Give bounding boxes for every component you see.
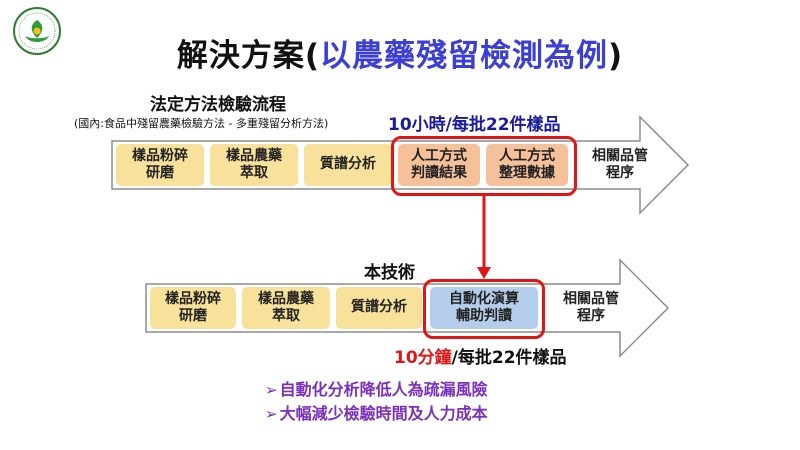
slide-title: 解決方案(以農藥殘留檢測為例) xyxy=(176,38,624,74)
legal-step-extraction: 樣品農藥 萃取 xyxy=(210,144,298,186)
agency-logo-icon xyxy=(13,7,61,55)
tech-step-auto-interpretation: 自動化演算 輔助判讀 xyxy=(430,287,538,329)
benefit-list: ➢ 自動化分析降低人為疏漏風險 ➢ 大幅減少檢驗時間及人力成本 xyxy=(265,378,488,426)
benefit-text: 大幅減少檢驗時間及人力成本 xyxy=(279,404,488,423)
auto-step-highlight xyxy=(423,279,545,339)
tech-flow-time: 10分鐘/每批22件樣品 xyxy=(394,348,567,368)
legal-step-grinding: 樣品粉碎 研磨 xyxy=(116,144,204,186)
legal-flow-subheading: (國內:食品中殘留農藥檢驗方法 - 多重殘留分析方法) xyxy=(74,117,329,130)
improvement-arrow xyxy=(477,195,491,279)
legal-step-qc: 相關品管 程序 xyxy=(592,147,648,182)
tech-step-grinding: 樣品粉碎 研磨 xyxy=(150,287,236,329)
arrow-bullet-icon: ➢ xyxy=(265,381,278,399)
tech-step-extraction: 樣品農藥 萃取 xyxy=(242,287,330,329)
tech-step-qc: 相關品管 程序 xyxy=(563,290,619,325)
tech-flow-heading: 本技術 xyxy=(364,263,415,283)
legal-step-ms-analysis: 質譜分析 xyxy=(304,144,392,186)
tech-step-ms-analysis: 質譜分析 xyxy=(336,287,422,329)
benefit-item: ➢ 自動化分析降低人為疏漏風險 xyxy=(265,378,488,402)
slide-title-accent: 以農藥殘留檢測為例 xyxy=(320,38,608,74)
manual-steps-highlight xyxy=(391,136,577,196)
arrow-bullet-icon: ➢ xyxy=(265,405,278,423)
benefit-item: ➢ 大幅減少檢驗時間及人力成本 xyxy=(265,402,488,426)
legal-flow-heading: 法定方法檢驗流程 xyxy=(150,95,286,115)
legal-step-manual-data: 人工方式 整理數據 xyxy=(486,144,568,186)
benefit-text: 自動化分析降低人為疏漏風險 xyxy=(279,380,488,399)
legal-flow-time: 10小時/每批22件樣品 xyxy=(388,115,561,135)
legal-step-manual-interpretation: 人工方式 判讀結果 xyxy=(398,144,480,186)
